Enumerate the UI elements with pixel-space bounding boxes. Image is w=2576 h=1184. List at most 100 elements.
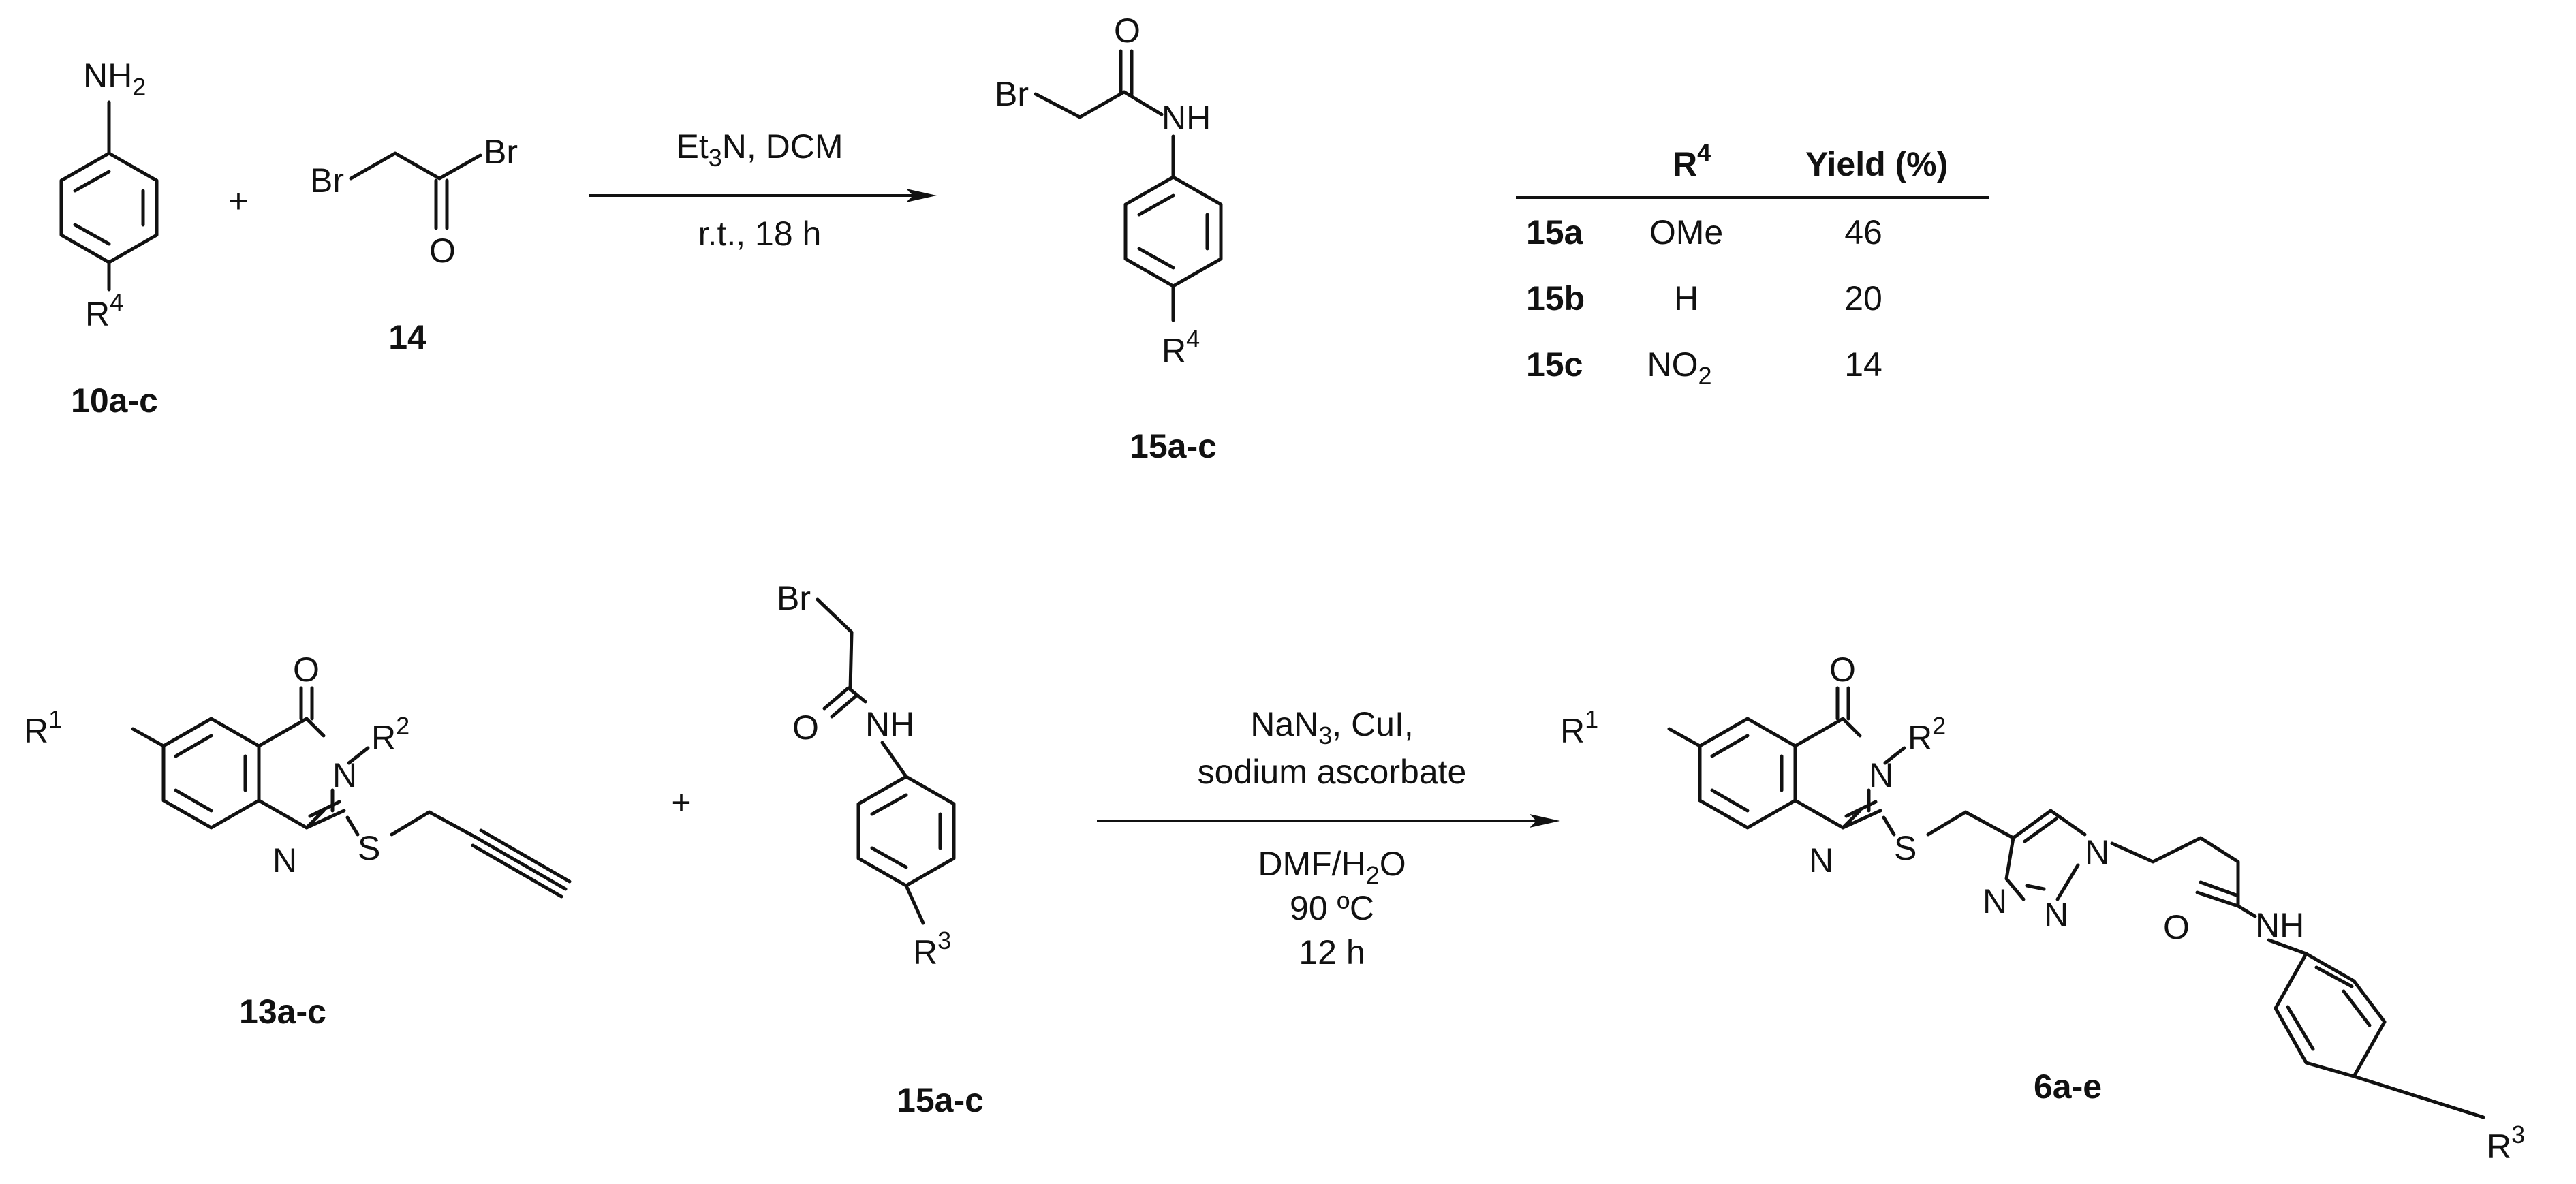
product-n3-label: N [1869,756,1893,794]
br-label: Br [995,75,1029,113]
product-aryl-inner [2286,965,2372,1051]
amide-o: O [1114,12,1140,50]
amide-15a-c: Br O NH R4 15a-c [995,12,1223,465]
table-header-r4: R4 [1673,138,1711,183]
row-r4: H [1674,279,1698,317]
product-amide-o: O [2163,908,2190,946]
compound-label-13a-c: 13a-c [239,993,326,1031]
product-n1-label: N [1809,841,1833,879]
br-right: Br [484,133,518,171]
amide-nh: NH [1162,99,1211,137]
product-n-r2-bond [1883,746,1906,765]
compound-label-15a-c-reagent: 15a-c [897,1081,984,1119]
triazole-double-bonds [2023,817,2058,891]
s-label: S [358,829,380,867]
carbonyl-bond [299,686,314,721]
amide-chain [1034,90,1164,119]
quinazolinone-13a-c: O N N S R1 R2 13a-c [24,651,572,1031]
reagents-2-line2: sodium ascorbate [1198,753,1467,791]
s-propargyl-chain [345,810,479,840]
product-s-ch2-chain [1882,810,2015,840]
row-compound: 15a [1526,213,1584,251]
amide-carbonyl-2 [822,686,858,719]
table-row: 15c NO2 14 [1526,345,1882,390]
n-r2-bond [347,746,370,765]
r1-bond [131,727,166,748]
triazole-ring [2004,809,2087,901]
product-amide-carbonyl [2195,880,2240,908]
reaction-arrow-1: Et3N, DCM r.t., 18 h [589,127,937,253]
compound-label-6a-e: 6a-e [2034,1068,2102,1106]
amide-aryl-inner [1137,193,1209,270]
product-r1-bond [1667,727,1702,748]
product-r3-bond [2352,1074,2485,1119]
table-row: 15a OMe 46 [1526,213,1882,251]
carbonyl-o: O [429,232,456,270]
carbonyl-double-bond [434,178,449,230]
n1-label: N [273,841,297,879]
benzo-inner [174,734,247,813]
r4-label-product: R4 [1162,325,1200,370]
amide-chain-2 [816,597,867,704]
aniline-inner-bonds [73,170,145,246]
product-r2-label: R2 [1908,712,1946,757]
triazole-n3-label: N [1983,882,2007,920]
pyrimidinone-ring [257,717,326,830]
triazole-ch2-amide [2110,836,2257,918]
product-6a-e: O N N S R1 R2 N N N O NH R3 6a-e [1560,651,2525,1166]
table-header-yield: Yield (%) [1805,145,1948,183]
row-yield: 46 [1844,213,1882,251]
product-s-label: S [1894,829,1917,867]
product-pyrimidinone [1793,717,1862,830]
n3-label: N [332,756,357,794]
conditions-2-solvent: DMF/H2O [1258,845,1406,889]
compound-label-14: 14 [388,318,426,356]
acyl-chain [349,151,482,181]
table-row: 15b H 20 [1526,279,1882,317]
c2-n1-double [305,800,346,830]
amide-o-2: O [792,708,819,747]
product-r1-label: R1 [1560,705,1598,750]
r2-label: R2 [371,712,409,757]
alkyne-triple [471,828,572,899]
amide-r3-bond [904,884,925,925]
compound-label-10a-c: 10a-c [71,381,158,420]
product-c2-n1-double [1841,800,1882,830]
r4-label: R4 [85,288,123,333]
plus-sign-1: + [228,182,248,220]
row-yield: 20 [1844,279,1882,317]
row-r4: NO2 [1647,345,1711,390]
amide-carbonyl [1119,49,1134,96]
acyl-bromide-14: Br Br O 14 [310,133,518,356]
amide-n-aryl-bond-2 [880,741,908,779]
product-carbonyl-o: O [1829,651,1856,689]
br-left: Br [310,161,344,200]
row-yield: 14 [1844,345,1882,384]
conditions-1: r.t., 18 h [698,215,822,253]
product-n-aryl-bond [2267,938,2308,956]
conditions-2-temperature: 90 ºC [1290,889,1374,927]
reagents-2-line1: NaN3, CuI, [1250,705,1414,749]
carbonyl-o-13: O [293,651,320,689]
compound-label-15a-c: 15a-c [1130,427,1217,465]
amine-label: NH2 [83,57,146,101]
product-benzo-inner [1710,734,1784,813]
product-amide-nh: NH [2255,906,2304,944]
amide-nh-2: NH [865,705,914,743]
r1-label: R1 [24,705,62,750]
amide-15a-c-reagent: Br O NH R3 15a-c [777,579,984,1119]
product-r3-label: R3 [2487,1121,2525,1166]
triazole-n2-label: N [2044,896,2068,934]
triazole-n1-label: N [2085,833,2109,871]
product-carbonyl [1835,686,1850,721]
reaction-arrow-2: NaN3, CuI, sodium ascorbate DMF/H2O 90 º… [1097,705,1560,971]
plus-sign-2: + [671,783,691,822]
row-compound: 15c [1526,345,1583,384]
br-label-2: Br [777,579,811,617]
conditions-2-time: 12 h [1299,933,1365,971]
row-r4: OMe [1649,213,1723,251]
aniline-10a-c: NH2 R4 10a-c [59,57,159,420]
yield-table: R4 Yield (%) 15a OMe 46 15b H 20 15c NO2… [1516,138,1989,390]
r3-label: R3 [913,926,951,971]
